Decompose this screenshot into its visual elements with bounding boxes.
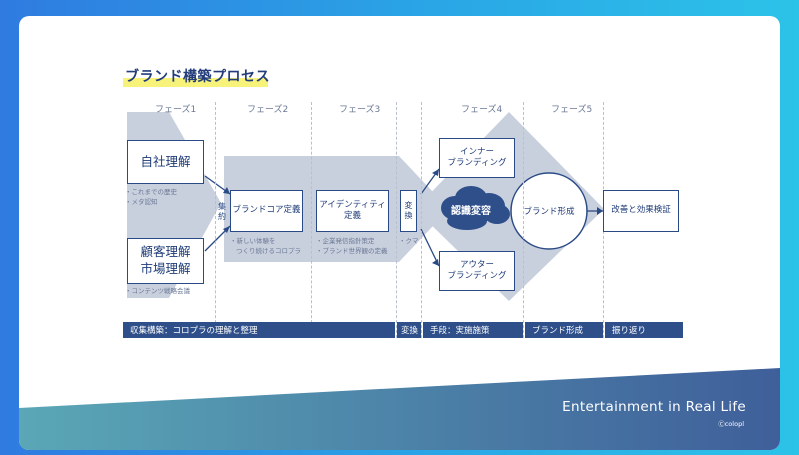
note-line: ・これまでの歴史 (125, 188, 177, 196)
kokyaku-connector-arrowhead (223, 226, 230, 233)
shuyaku-label: 集 約 (217, 202, 227, 222)
henkan-to-outer-connector (420, 228, 440, 267)
note-line: ・企業発信指針策定 (316, 237, 375, 245)
phase-1-label: フェーズ1 (155, 105, 197, 115)
phase-2-label: フェーズ2 (247, 105, 289, 115)
bar-henkan: 変換 (397, 322, 421, 338)
brand-core-label: ブランドコア定義 (232, 205, 301, 216)
phase-3-label: フェーズ3 (339, 105, 381, 115)
footer-band-shape (19, 368, 780, 450)
jisha-connector-arrowhead (223, 187, 230, 194)
inner-label-2: ブランディング (447, 158, 507, 168)
henkan-char: 変 (404, 200, 413, 210)
bar-shushu-kochiku: 収集構築：コロプラの理解と整理 (123, 322, 395, 338)
note-line: ・新しい体験を (230, 237, 276, 245)
outer-label: アウター (459, 259, 494, 270)
inner-label: インナー (459, 146, 494, 157)
henkan-box: 変 換 (400, 190, 417, 232)
kokyaku-rikai-label: 顧客理解 (140, 244, 191, 260)
kokyaku-rikai-box: 顧客理解 市場理解 (127, 238, 204, 284)
phase-divider (523, 102, 524, 338)
page-title: ブランド構築プロセス (125, 69, 270, 85)
outer-branding-box: アウター ブランディング (439, 251, 515, 291)
footer-logo: Ⓒcolopl (718, 420, 744, 428)
henkan-notes: ・クマ (399, 237, 419, 247)
slide-card: ブランド構築プロセス フェーズ1 フェーズ2 フェーズ3 フェーズ4 フェーズ5… (19, 16, 780, 450)
note-line: ・ブランド世界観の定義 (316, 246, 388, 255)
identity-box: アイデンティティ 定義 (316, 190, 389, 232)
brand-core-notes: ・新しい体験を つくり続けるコロプラ (230, 237, 301, 257)
brand-keisei-circle (510, 172, 588, 250)
brand-keisei-label: ブランド形成 (523, 207, 575, 217)
inner-branding-box: インナー ブランディング (439, 138, 515, 178)
ninshiki-cloud-shape (441, 186, 510, 230)
inner-connector-arrowhead (432, 169, 439, 176)
brand-core-box: ブランドコア定義 (230, 190, 303, 232)
phase-divider (396, 102, 397, 338)
kaizen-connector-arrowhead (597, 207, 603, 215)
phase-divider (311, 102, 312, 338)
note-line: ・コンテンツ戦略会議 (125, 287, 190, 295)
jisha-notes: ・これまでの歴史 ・メタ認知 (125, 188, 177, 208)
note-line: ・メタ認知 (125, 197, 158, 206)
henkan-char: 換 (404, 211, 413, 220)
jisha-rikai-label: 自社理解 (140, 153, 191, 169)
bar-shudan: 手段：実施施策 (423, 322, 523, 338)
jisha-rikai-box: 自社理解 (127, 140, 204, 184)
bar-brand-keisei: ブランド形成 (525, 322, 603, 338)
title-highlight (123, 78, 268, 87)
kokyaku-notes: ・コンテンツ戦略会議 (125, 287, 190, 297)
phase-divider (215, 102, 216, 338)
shuyaku-char: 集 (218, 202, 226, 211)
footer-tagline: Entertainment in Real Life (562, 399, 746, 415)
phase-5-label: フェーズ5 (551, 105, 593, 115)
outer-connector-arrowhead (432, 259, 439, 266)
kaizen-box: 改善と効果検証 (603, 190, 679, 232)
ninshiki-henyo-label: 認識変容 (451, 206, 491, 217)
shuyaku-char: 約 (218, 212, 226, 221)
phase-divider (421, 102, 422, 338)
shijo-rikai-label: 市場理解 (140, 261, 191, 276)
outer-label-2: ブランディング (447, 271, 507, 281)
note-line: ・クマ (399, 237, 419, 245)
identity-notes: ・企業発信指針策定 ・ブランド世界観の定義 (316, 237, 388, 257)
identity-label-2: 定義 (343, 211, 361, 221)
phase-4-label: フェーズ4 (461, 105, 503, 115)
identity-label: アイデンティティ (319, 199, 386, 210)
bar-furikaeri: 振り返り (605, 322, 683, 338)
note-line: つくり続けるコロプラ (236, 246, 301, 255)
kaizen-label: 改善と効果検証 (611, 205, 671, 216)
phase2-3-band-shape (224, 156, 395, 262)
